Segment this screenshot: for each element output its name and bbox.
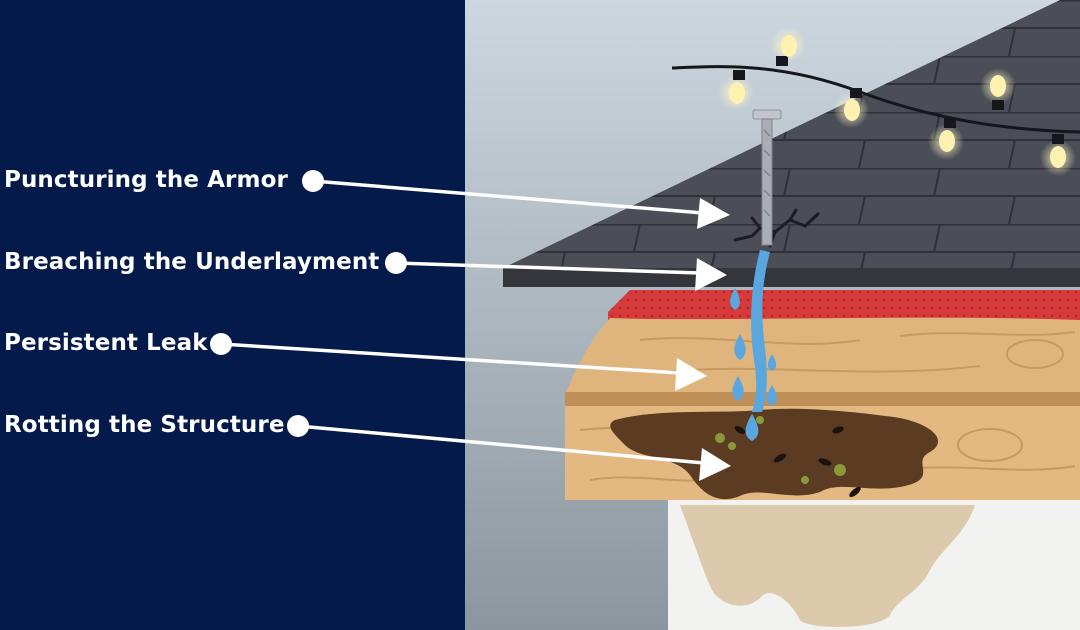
callout-arrow-rotting <box>287 415 731 481</box>
callout-arrow-leak <box>210 333 707 391</box>
water-stream <box>751 250 770 412</box>
callout-label-rotting: Rotting the Structure <box>4 412 285 438</box>
light-bulb-icons <box>718 27 1076 176</box>
callout-arrow-armor <box>302 170 730 229</box>
callout-arrow-underlayment <box>385 252 727 291</box>
underlayment-layer <box>608 290 1080 320</box>
nail-icon <box>752 109 782 246</box>
callout-label-armor: Puncturing the Armor <box>4 167 288 193</box>
wall-water-stain <box>680 505 975 627</box>
roof-shingles <box>503 0 1080 268</box>
water-drop-icons <box>730 288 777 441</box>
callout-label-leak: Persistent Leak <box>4 330 208 356</box>
wood-rot <box>610 408 939 500</box>
dark-label-panel <box>0 0 465 630</box>
roof-deck-plank <box>565 317 1080 395</box>
callout-label-underlayment: Breaching the Underlayment <box>4 249 380 275</box>
shingle-crack <box>733 208 820 248</box>
termite-icons <box>734 426 861 498</box>
